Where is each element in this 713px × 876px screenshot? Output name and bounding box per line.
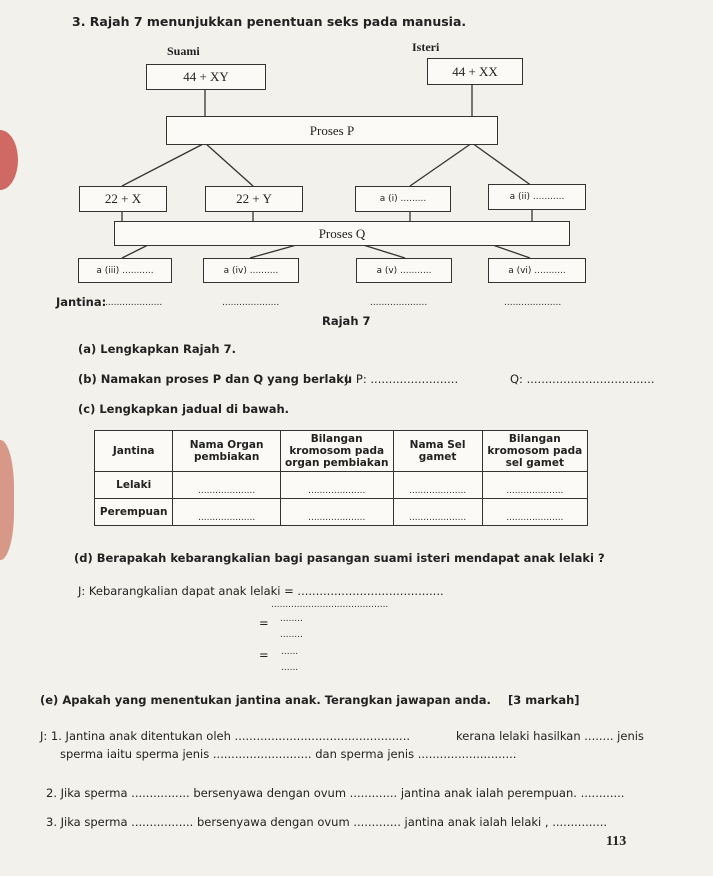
table-cell: .................... xyxy=(481,498,589,526)
part-b: (b) Namakan proses P dan Q yang berlaku xyxy=(78,372,353,386)
gamete-box-4: a (ii) ........... xyxy=(488,184,586,210)
finger-shadow-lower xyxy=(0,440,14,560)
part-d-numerator-3: ...... xyxy=(281,647,299,657)
question-title: 3. Rajah 7 menunjukkan penentuan seks pa… xyxy=(72,14,467,29)
table-cell: .................... xyxy=(279,498,394,526)
gamete-box-2: 22 + Y xyxy=(205,186,303,212)
offspring-box-1: a (iii) ........... xyxy=(78,258,172,283)
offspring-box-3: a (v) ........... xyxy=(356,258,452,283)
finger-shadow xyxy=(0,130,18,190)
diagram-caption: Rajah 7 xyxy=(322,314,371,328)
part-e-line-1c: sperma iaitu sperma jenis ..............… xyxy=(60,747,517,761)
table-row: Lelaki .................... ............… xyxy=(93,471,589,499)
jantina-blank-2: .................... xyxy=(222,298,280,308)
part-d-numerator-2: ........ xyxy=(280,614,303,624)
table-header: Bilangan kromosom pada sel gamet xyxy=(481,430,589,472)
table-cell: .................... xyxy=(481,471,589,499)
table-row-label: Lelaki xyxy=(93,471,174,499)
wife-label: Isteri xyxy=(412,40,440,54)
table-cell: .................... xyxy=(392,498,483,526)
table-header-row: Jantina Nama Organ pembiakan Bilangan kr… xyxy=(93,430,589,472)
table-row-label: Perempuan xyxy=(93,498,174,526)
part-c: (c) Lengkapkan jadual di bawah. xyxy=(78,402,290,416)
wife-chromosome-box: 44 + XX xyxy=(427,58,523,85)
part-e-line-2: 2. Jika sperma ................ bersenya… xyxy=(46,786,625,800)
jantina-blank-3: .................... xyxy=(370,298,428,308)
process-p-box: Proses P xyxy=(166,116,498,145)
diagram-lines xyxy=(121,83,533,259)
table-header: Nama Organ pembiakan xyxy=(172,430,281,472)
table-cell: .................... xyxy=(172,498,281,526)
part-d-answer: J: Kebarangkalian dapat anak lelaki = ..… xyxy=(78,584,444,598)
gamete-box-3: a (i) ......... xyxy=(355,186,451,212)
table-header: Bilangan kromosom pada organ pembiakan xyxy=(279,430,394,472)
part-e: (e) Apakah yang menentukan jantina anak.… xyxy=(40,693,491,707)
husband-label: Suami xyxy=(167,44,200,58)
sex-table: Jantina Nama Organ pembiakan Bilangan kr… xyxy=(93,430,589,526)
jantina-blank-1: .................... xyxy=(105,298,163,308)
part-d-equals-1: = xyxy=(259,616,269,630)
part-d: (d) Berapakah kebarangkalian bagi pasang… xyxy=(74,551,605,565)
part-e-marks: [3 markah] xyxy=(508,693,580,707)
part-b-answer-p: J: P: ........................ xyxy=(345,372,459,386)
offspring-box-2: a (iv) .......... xyxy=(203,258,299,283)
table-cell: .................... xyxy=(172,471,281,499)
table-cell: .................... xyxy=(279,471,394,499)
table-cell: .................... xyxy=(392,471,483,499)
page-number: 113 xyxy=(606,834,627,849)
part-e-line-1b: kerana lelaki hasilkan ........ jenis xyxy=(456,729,644,743)
part-b-answer-q: Q: ................................... xyxy=(510,372,655,386)
jantina-label: Jantina: xyxy=(56,295,107,309)
part-d-denominator: ........................................… xyxy=(271,600,389,610)
table-row: Perempuan .................... .........… xyxy=(93,498,589,526)
husband-chromosome-box: 44 + XY xyxy=(146,64,266,90)
part-d-denominator-2: ........ xyxy=(280,630,303,640)
table-header: Jantina xyxy=(93,430,174,472)
offspring-box-4: a (vi) ........... xyxy=(488,258,586,283)
table-header: Nama Sel gamet xyxy=(392,430,483,472)
part-d-denominator-3: ...... xyxy=(281,663,299,673)
jantina-blank-4: .................... xyxy=(504,298,562,308)
process-q-box: Proses Q xyxy=(114,221,570,246)
part-d-equals-2: = xyxy=(259,648,269,662)
part-e-line-1a: J: 1. Jantina anak ditentukan oleh .....… xyxy=(40,729,410,743)
part-a: (a) Lengkapkan Rajah 7. xyxy=(78,342,236,356)
part-e-line-3: 3. Jika sperma ................. berseny… xyxy=(46,815,608,829)
gamete-box-1: 22 + X xyxy=(79,186,167,212)
